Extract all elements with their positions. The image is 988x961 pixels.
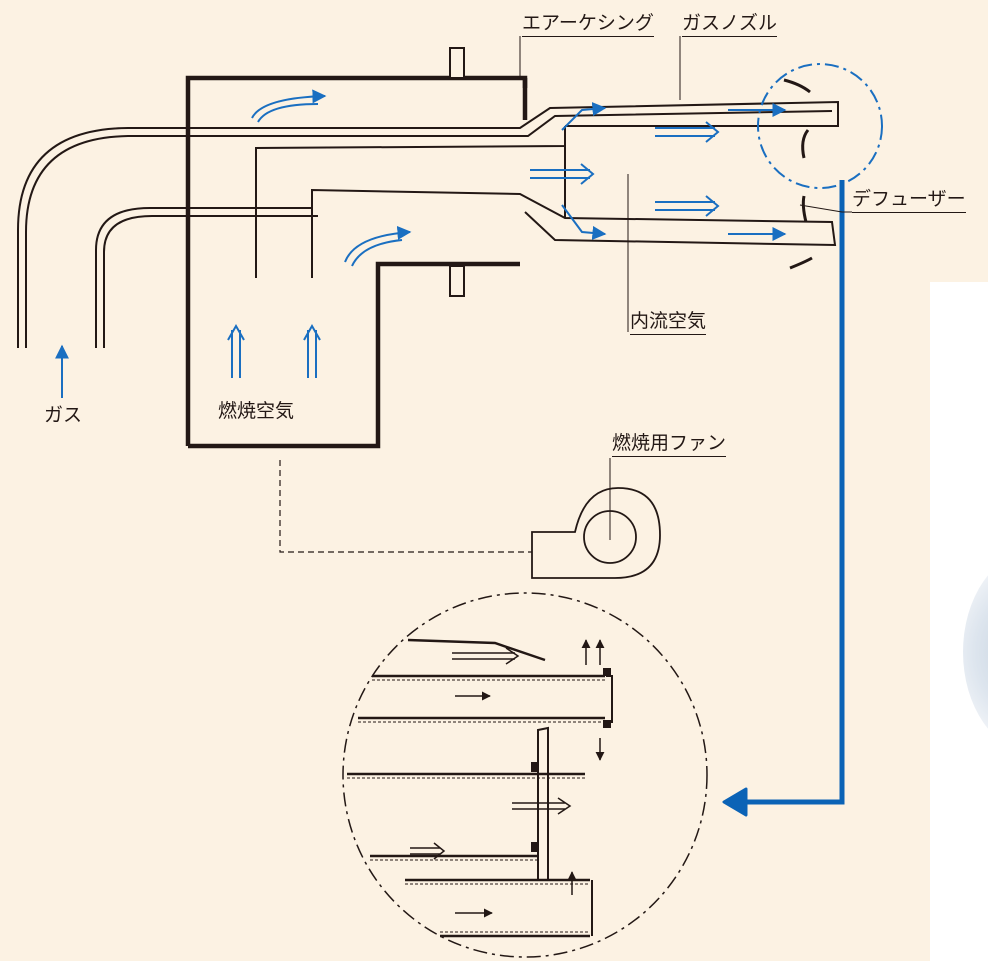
label-combustion-air: 燃焼空気	[218, 400, 295, 422]
double-flow-arrows	[227, 121, 720, 378]
inner-air-duct	[255, 126, 566, 278]
label-air-casing: エアーケシング	[522, 14, 654, 37]
detail-view	[342, 592, 708, 958]
burner-photo	[963, 552, 988, 752]
flange-tabs	[449, 47, 465, 297]
label-leaders	[519, 36, 852, 540]
label-diffuser: デフューザー	[852, 190, 966, 213]
photo-panel	[930, 282, 988, 961]
zoom-circle-small	[757, 63, 883, 189]
air-casing	[185, 75, 528, 449]
label-gas: ガス	[44, 404, 83, 426]
combustion-fan	[531, 487, 661, 579]
label-gas-nozzle: ガスノズル	[682, 14, 778, 37]
label-inner-air: 内流空気	[630, 312, 707, 335]
label-combustion-fan: 燃焼用ファン	[612, 434, 727, 457]
nozzle-tip	[783, 78, 813, 270]
flow-arrows	[251, 89, 787, 267]
gas-pipe	[17, 100, 839, 348]
zoom-leader	[722, 180, 845, 817]
fan-duct-dashed	[279, 460, 532, 553]
